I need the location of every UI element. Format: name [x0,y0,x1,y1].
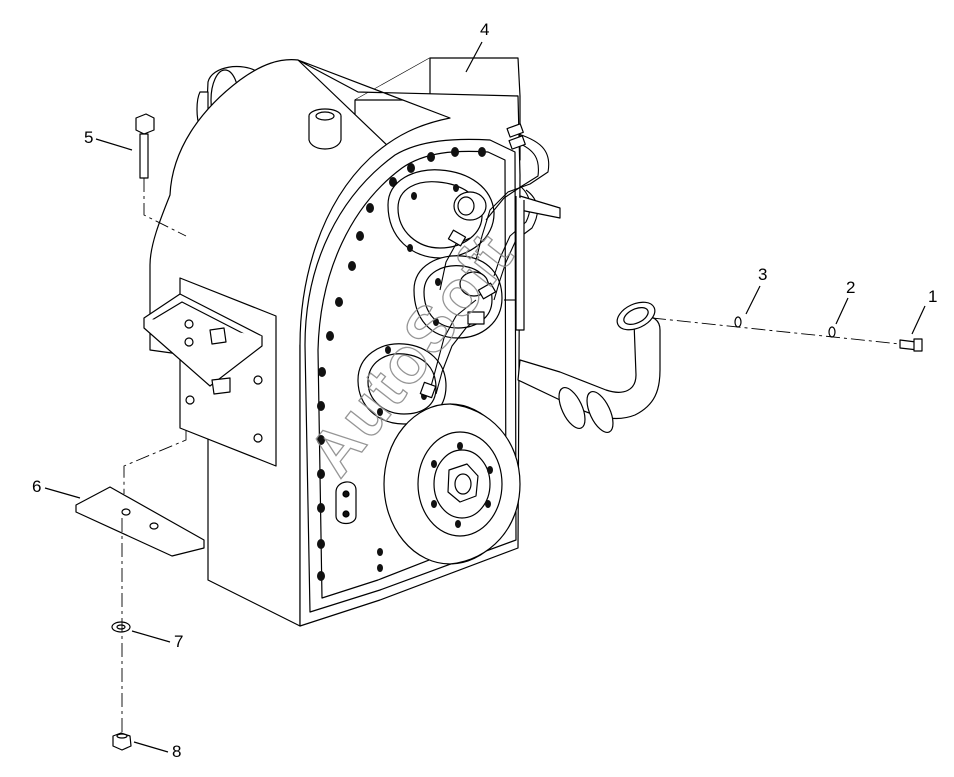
suction-tube-sleeve-right [586,391,614,433]
upper-hub-face [457,196,475,216]
inspection-plate-hole-upper [342,490,350,498]
leader-4 [465,41,483,73]
axis-line-right [651,317,901,345]
axis-line-upper-left [143,178,187,237]
mounting-plate-hole-1 [121,508,131,516]
leader-8 [133,741,169,753]
suction-tube-sleeve-left [558,387,586,429]
washer-hole [116,624,126,630]
output-flange-nut-hole [454,473,472,495]
bolt-right-head [913,338,923,352]
leader-lines [44,41,926,753]
inspection-plate [335,481,357,525]
inspection-plate-hole-lower [342,510,350,518]
leader-3 [745,285,761,315]
leader-5 [95,138,133,151]
transmission-housing [143,57,661,627]
right-side-bracket-rib [515,196,525,331]
bracket-holes [184,319,263,443]
callout-2: 2 [846,278,855,297]
nut-top [116,733,128,739]
side-mounting-bracket-lip [143,318,263,387]
leader-7 [131,630,171,643]
line-fittings [419,123,526,399]
mounting-bolt-head [135,113,155,135]
axis-line-lower-left [123,430,187,494]
filler-cap-body [308,116,342,150]
callout-3: 3 [758,265,767,284]
upper-cover-bolts [407,184,459,252]
mounting-plate-hole-2 [149,522,159,530]
callout-1: 1 [928,287,937,306]
loose-parts [75,113,923,751]
gasket-bolt-row [317,147,486,581]
callout-6: 6 [32,477,41,496]
callout-4: 4 [480,20,489,39]
filler-cap-hole [315,111,335,121]
mounting-plate [75,486,205,557]
mounting-bolt-shank [139,133,149,179]
leader-1 [911,305,926,335]
callout-5: 5 [84,128,93,147]
o-ring-small [828,326,836,338]
suction-tube-opening-inner [623,307,649,325]
middle-cover-bolts [433,278,441,326]
leader-6 [44,487,81,499]
callout-8: 8 [172,742,181,761]
bracket-stud [209,327,227,345]
o-ring-large [734,316,742,328]
lower-bearing-inner [367,353,437,415]
right-side-bracket [519,195,561,219]
leader-2 [835,297,849,325]
callout-7: 7 [174,632,183,651]
bracket-stud-lower [211,377,231,395]
axis-lines [121,178,901,734]
output-flange-bolts [431,442,493,528]
